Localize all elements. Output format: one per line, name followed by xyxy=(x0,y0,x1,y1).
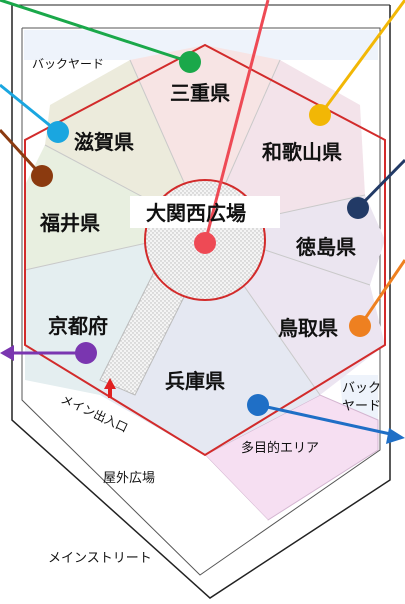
label-mie: 三重県 xyxy=(170,81,230,105)
main-street-label: メインストリート xyxy=(48,551,152,566)
backyard-top-label: バックヤード xyxy=(32,57,104,71)
sector-wakayama xyxy=(205,60,365,230)
dot-tokushima xyxy=(347,197,369,219)
pointer-blue-arrowhead xyxy=(386,428,405,444)
label-center: 大関西広場 xyxy=(146,201,246,225)
dot-wakayama xyxy=(309,104,331,126)
multipurpose-area-shape xyxy=(204,394,379,521)
label-fukui: 福井県 xyxy=(39,211,100,235)
outdoor-plaza-area xyxy=(24,395,268,570)
hexagon-border xyxy=(24,43,386,457)
pointer-purple-arrowhead xyxy=(0,345,14,361)
central-plaza-label-bg xyxy=(130,196,280,228)
site-boundary xyxy=(11,5,391,599)
label-hyogo: 兵庫県 xyxy=(165,369,225,393)
dot-kyoto xyxy=(75,342,97,364)
backyard-right-label-1: バック xyxy=(342,381,381,396)
sector-shiga xyxy=(45,60,205,230)
dot-shiga xyxy=(47,121,69,143)
dot-mie xyxy=(179,51,201,73)
pointer-dots xyxy=(31,51,371,416)
dot-center xyxy=(194,232,216,254)
sector-mie xyxy=(130,45,280,230)
label-tottori: 鳥取県 xyxy=(278,316,338,340)
pointer-lines xyxy=(0,0,405,437)
multipurpose-label: 多目的エリア xyxy=(241,440,319,456)
main-entrance-arrow-icon xyxy=(104,378,116,398)
label-wakayama: 和歌山県 xyxy=(262,140,342,164)
backyard-right-label-2: ヤード xyxy=(342,399,381,414)
label-kyoto: 京都府 xyxy=(48,314,108,338)
outdoor-plaza-label: 屋外広場 xyxy=(103,471,155,486)
dot-hyogo xyxy=(247,394,269,416)
label-shiga: 滋賀県 xyxy=(74,130,134,154)
dot-fukui xyxy=(31,165,53,187)
sector-tokushima xyxy=(205,195,385,285)
inner-boundary xyxy=(21,27,381,576)
dot-tottori xyxy=(349,315,371,337)
label-tokushima: 徳島県 xyxy=(295,235,356,259)
